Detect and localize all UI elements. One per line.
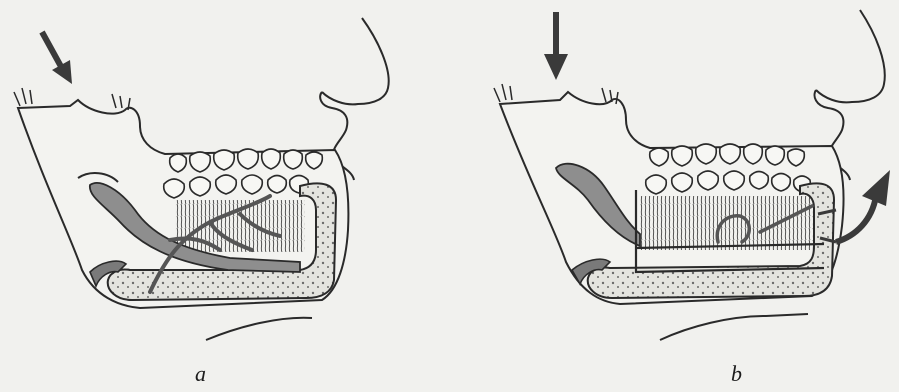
- panel-b-label: b: [731, 361, 742, 387]
- panel-a-force-arrow-icon: [42, 32, 72, 84]
- panel-b-chin-line: [660, 314, 808, 340]
- panel-b-drawing: [494, 10, 890, 340]
- panel-a-chin-line: [206, 318, 312, 340]
- panel-a-drawing: [14, 18, 389, 340]
- panel-a-label: a: [195, 361, 206, 387]
- panel-b-alveolar-roots: [640, 196, 820, 250]
- panel-b-force-arrow-icon: [544, 12, 568, 80]
